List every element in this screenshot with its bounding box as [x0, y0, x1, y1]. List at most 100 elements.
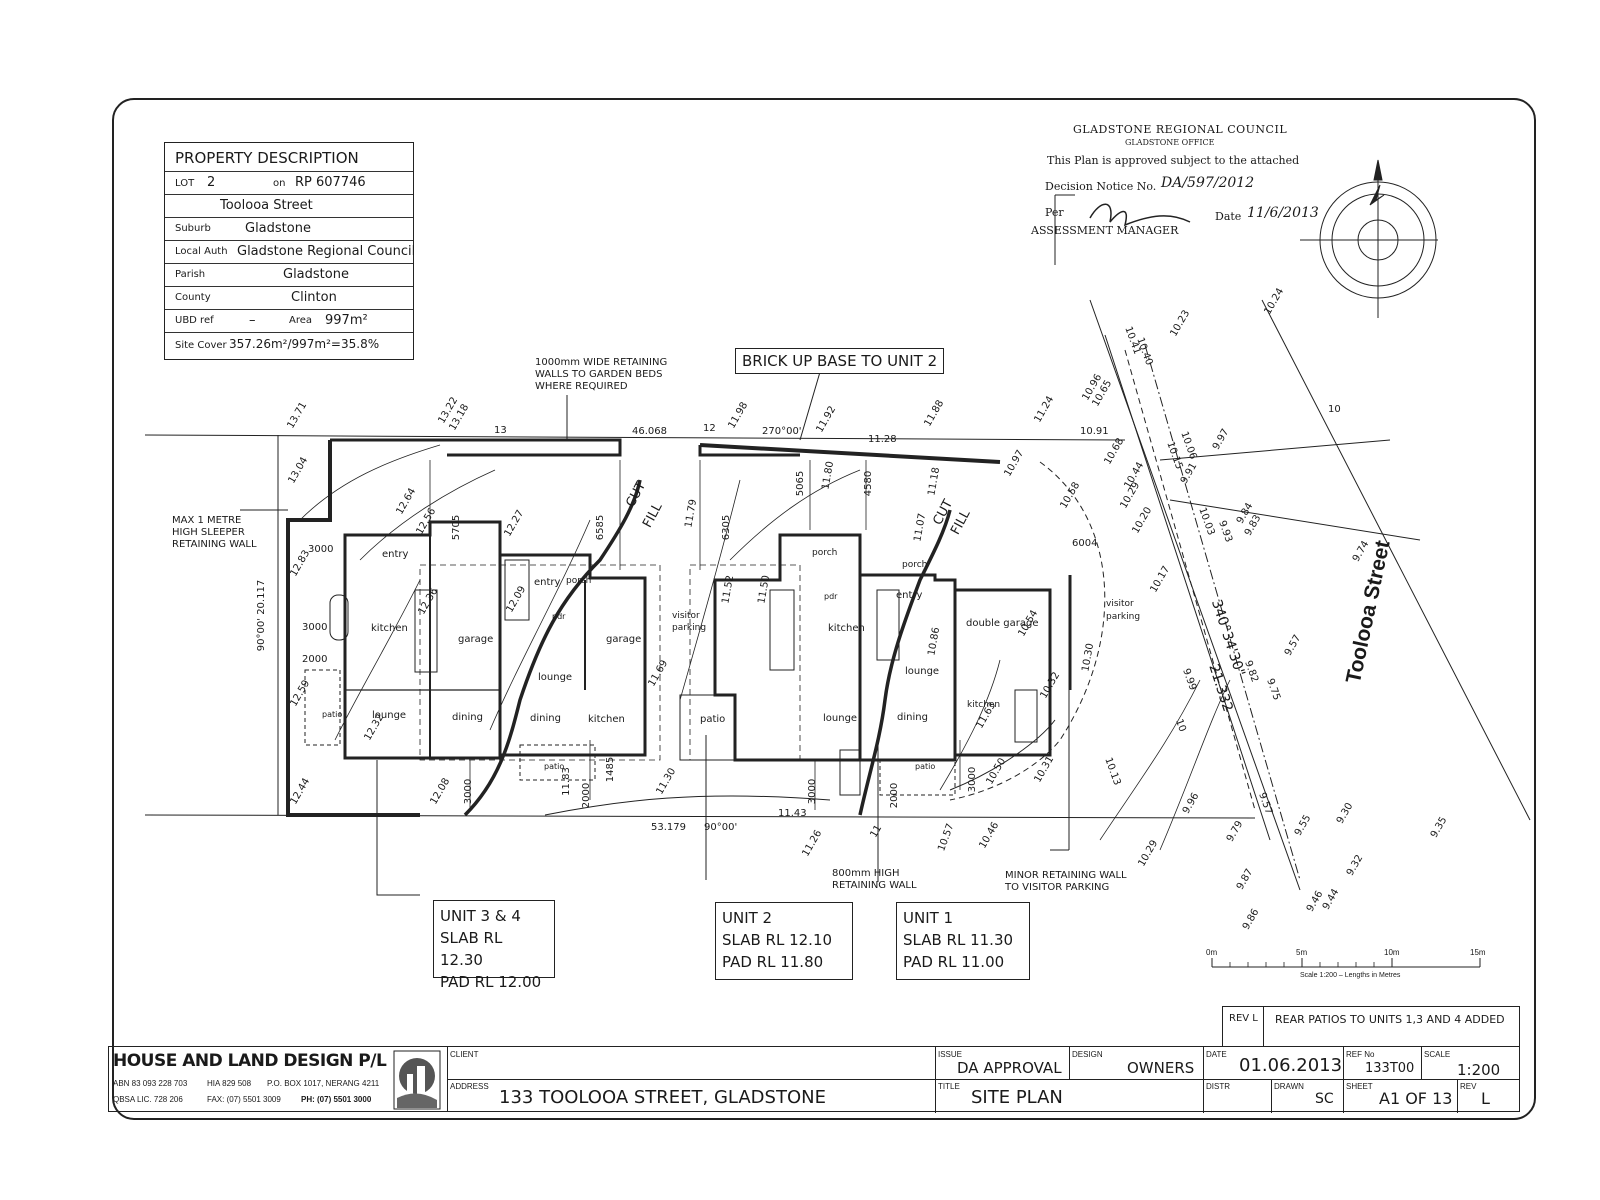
bottom-boundary-length: 53.179	[651, 822, 686, 833]
revision-label: REV L	[1229, 1013, 1258, 1024]
note-line: WALLS TO GARDEN BEDS	[535, 369, 663, 380]
note-line: WHERE REQUIRED	[535, 381, 628, 392]
ubd-label: UBD ref	[175, 315, 214, 326]
date-label: DATE	[1206, 1050, 1227, 1059]
unit-1-box: UNIT 1 SLAB RL 11.30 PAD RL 11.00	[896, 902, 1030, 980]
unit-2-box: UNIT 2 SLAB RL 12.10 PAD RL 11.80	[715, 902, 853, 980]
date-panel: DATE 01.06.2013	[1203, 1047, 1344, 1080]
spot-level: 12	[703, 423, 716, 434]
design-panel: DESIGN OWNERS	[1069, 1047, 1204, 1080]
ref-label: REF No	[1346, 1050, 1375, 1059]
room-double-garage: double garage	[966, 618, 1039, 629]
scale-bar	[1211, 958, 1481, 968]
signature-mark	[1089, 203, 1191, 227]
company-qbsa: QBSA LIC. 728 206	[113, 1095, 183, 1104]
distr-panel: DISTR	[1203, 1079, 1272, 1113]
parish-row: Parish Gladstone	[165, 263, 413, 286]
unit-slab: SLAB RL 12.10	[722, 931, 833, 949]
unit-3-4-box: UNIT 3 & 4 SLAB RL 12.30 PAD RL 12.00	[433, 900, 555, 991]
scale-caption: Scale 1:200 – Lengths in Metres	[1300, 972, 1401, 979]
scale-title-label: SCALE	[1424, 1050, 1451, 1059]
suburb-label: Suburb	[175, 223, 211, 234]
company-hia: HIA 829 508	[207, 1079, 252, 1088]
county-row: County Clinton	[165, 286, 413, 309]
rev-value: L	[1481, 1089, 1490, 1108]
spot-level: 13	[494, 425, 507, 436]
sheet-panel: SHEET A1 OF 13	[1343, 1079, 1458, 1113]
room-pdr: pdr	[552, 612, 566, 621]
room-dining: dining	[452, 712, 483, 723]
local-auth-label: Local Auth	[175, 246, 228, 257]
note-line: MINOR RETAINING WALL	[1005, 870, 1127, 881]
note-line: 1000mm WIDE RETAINING	[535, 357, 668, 368]
dimension-label: 3000	[308, 544, 334, 555]
site-cover-label: Site Cover	[175, 340, 227, 351]
note-line: MAX 1 METRE	[172, 515, 242, 526]
top-boundary-bearing: 270°00'	[762, 426, 802, 437]
room-lounge: lounge	[823, 713, 858, 724]
title-label: TITLE	[938, 1082, 960, 1091]
unit-title: UNIT 3 & 4	[440, 907, 521, 925]
site-cover-row: Site Cover 357.26m²/997m²=35.8%	[165, 332, 413, 360]
suburb-row: Suburb Gladstone	[165, 217, 413, 240]
issue-panel: ISSUE DA APPROVAL	[935, 1047, 1070, 1080]
scale-value: 1:200	[1457, 1061, 1501, 1079]
company-logo-icon	[393, 1050, 441, 1110]
county-label: County	[175, 292, 211, 303]
spot-level: 10.91	[1080, 426, 1109, 437]
retaining-1000-note: 1000mm WIDE RETAINING WALLS TO GARDEN BE…	[535, 357, 667, 393]
sheet-value: A1 OF 13	[1379, 1089, 1453, 1108]
design-value: OWNERS	[1127, 1059, 1195, 1077]
room-kitchen: kitchen	[588, 714, 625, 725]
dimension-label: 3000	[302, 622, 328, 633]
dimension-label: 2000	[302, 654, 328, 665]
local-auth-row: Local Auth Gladstone Regional Council	[165, 240, 415, 263]
address-panel: ADDRESS 133 TOOLOOA STREET, GLADSTONE	[447, 1079, 936, 1113]
property-description-table: PROPERTY DESCRIPTION LOT 2 on RP 607746 …	[164, 142, 415, 360]
rev-label: REV	[1460, 1082, 1477, 1091]
company-panel: HOUSE AND LAND DESIGN P/L ABN 83 093 228…	[109, 1047, 448, 1111]
room-visitor-parking: visitor parking	[672, 611, 707, 633]
company-name: HOUSE AND LAND DESIGN P/L	[113, 1051, 387, 1071]
spot-level: 11.83	[560, 767, 572, 796]
council-office: GLADSTONE OFFICE	[1125, 138, 1215, 147]
room-visitor-parking: visitor parking	[1106, 599, 1141, 622]
room-garage: garage	[606, 634, 642, 645]
dimension-label: 3000	[463, 778, 475, 805]
note-line: RETAINING WALL	[832, 880, 917, 891]
decision-value: DA/597/2012	[1161, 175, 1255, 191]
room-kitchen: kitchen	[828, 623, 865, 634]
scale-label: 10m	[1384, 948, 1400, 957]
client-label: CLIENT	[450, 1050, 479, 1059]
suburb-value: Gladstone	[245, 221, 311, 236]
drawn-panel: DRAWN SC	[1271, 1079, 1344, 1113]
company-abn: ABN 83 093 228 703	[113, 1079, 188, 1088]
room-lounge: lounge	[372, 710, 407, 721]
room-entry: entry	[534, 577, 561, 588]
approval-date-label: Date	[1215, 210, 1242, 223]
room-kitchen: kitchen	[967, 700, 1001, 710]
assessment-manager: ASSESSMENT MANAGER	[1031, 224, 1179, 237]
lot-label: LOT	[175, 178, 195, 189]
bottom-boundary-bearing: 90°00'	[704, 822, 738, 833]
note-line: 800mm HIGH	[832, 868, 900, 879]
dimension-label: 6305	[721, 514, 733, 541]
unit-slab: SLAB RL 11.30	[903, 931, 1014, 949]
scale-label: 0m	[1206, 948, 1218, 957]
issue-value: DA APPROVAL	[957, 1059, 1062, 1077]
ubd-row: UBD ref – Area 997m²	[165, 309, 413, 332]
rp-value: RP 607746	[295, 175, 366, 190]
address-value: 133 TOOLOOA STREET, GLADSTONE	[499, 1087, 826, 1108]
lot-value: 2	[207, 175, 216, 190]
room-patio: patio	[544, 762, 565, 771]
minor-retaining-note: MINOR RETAINING WALL TO VISITOR PARKING	[1005, 870, 1127, 894]
drawn-label: DRAWN	[1274, 1082, 1304, 1091]
revision-text: REAR PATIOS TO UNITS 1,3 AND 4 ADDED	[1275, 1013, 1505, 1026]
street-row: Toolooa Street	[165, 194, 413, 217]
retaining-800-note: 800mm HIGH RETAINING WALL	[832, 868, 917, 892]
room-patio: patio	[915, 762, 936, 771]
on-label: on	[273, 178, 286, 189]
drawing-border	[112, 98, 1536, 1120]
spot-level: 11.28	[868, 434, 897, 445]
left-boundary-label: 90°00' 20.117	[256, 579, 268, 652]
